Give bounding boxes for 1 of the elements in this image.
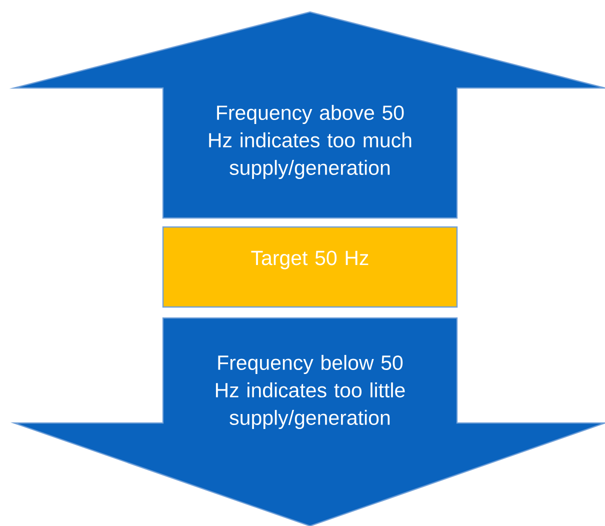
target-box: Target 50 Hz: [162, 226, 458, 308]
